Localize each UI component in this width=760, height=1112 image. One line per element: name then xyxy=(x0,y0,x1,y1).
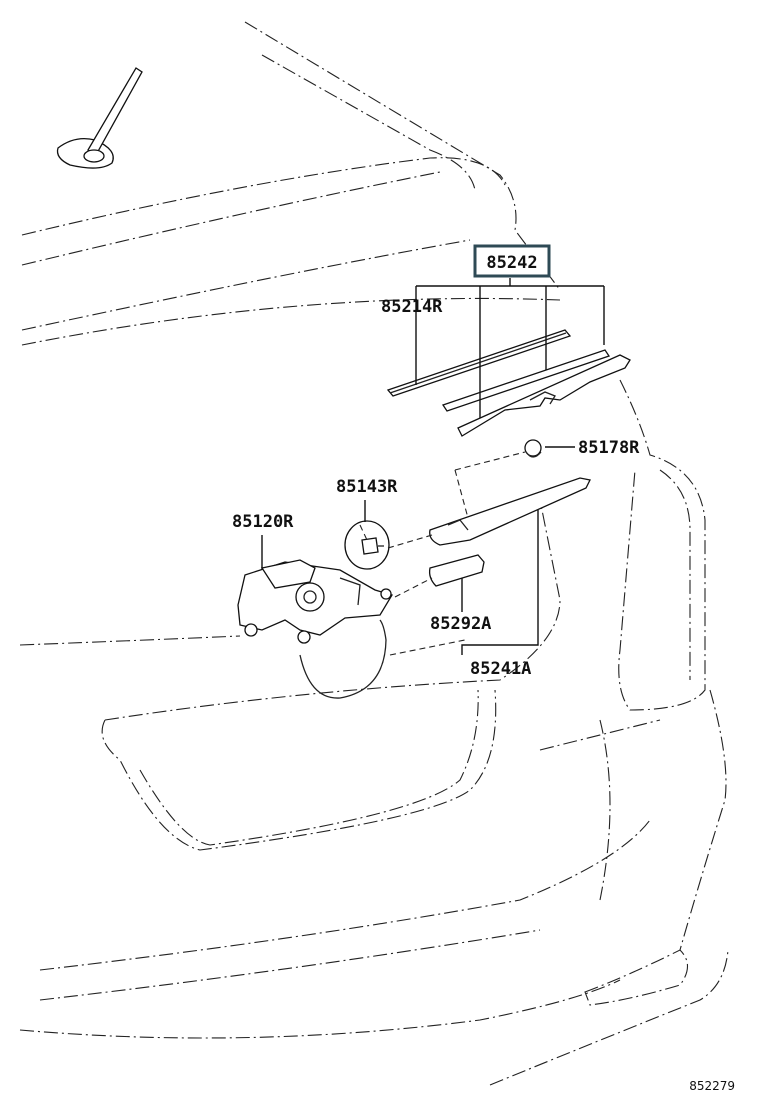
label-motor[interactable]: 85120R xyxy=(232,512,294,532)
blade-rubber-part xyxy=(386,329,572,397)
label-nut-cover[interactable]: 85178R xyxy=(578,438,640,458)
assembly-dash-lines xyxy=(359,451,526,656)
leader-lines xyxy=(261,278,605,655)
wiper-arm-part xyxy=(429,477,591,546)
figure-id: 852279 xyxy=(689,1079,735,1093)
motor-access-hole xyxy=(299,619,387,699)
blade-refill-part xyxy=(441,349,611,412)
arm-head-cover-part xyxy=(428,554,485,587)
label-blade-assembly[interactable]: 85242 xyxy=(486,253,537,273)
label-arm[interactable]: 85241A xyxy=(470,659,531,679)
vehicle-body-outline xyxy=(19,21,729,1086)
wiper-cap-part xyxy=(344,520,390,570)
label-blade-rubber[interactable]: 85214R xyxy=(381,297,443,317)
antenna-illustration xyxy=(56,67,143,169)
label-wiper-cap[interactable]: 85143R xyxy=(336,477,398,497)
nut-cap-part xyxy=(524,439,542,458)
highlight-box xyxy=(473,244,551,278)
label-arm-head-cover[interactable]: 85292A xyxy=(430,614,491,634)
wiper-motor-part xyxy=(237,559,393,644)
blade-frame-part xyxy=(457,354,631,437)
